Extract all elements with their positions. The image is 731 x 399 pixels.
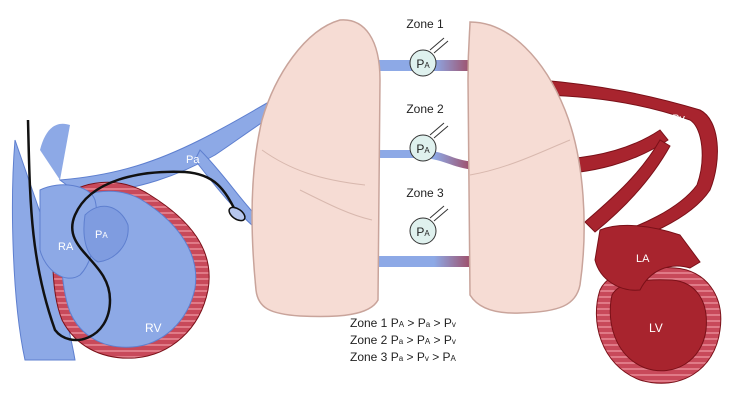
la-label: LA [636, 253, 650, 265]
left-heart [595, 225, 721, 383]
rv-label: RV [145, 321, 161, 335]
left-lung [252, 20, 380, 317]
zone3-sensor: PA [410, 206, 448, 244]
legend-zone2: Zone 2 Pa > PA > Pv [350, 333, 456, 347]
zone1-label: Zone 1 [406, 17, 444, 31]
pa-main-label: PA [95, 229, 108, 241]
ra-label: RA [58, 241, 74, 253]
zone-pressure-legend: Zone 1 PA > Pa > Pv Zone 2 Pa > PA > Pv … [350, 316, 457, 364]
legend-zone3: Zone 3 Pa > Pv > PA [350, 350, 457, 364]
lv-label: LV [649, 321, 663, 335]
pulmonary-vein-label: Pv [672, 113, 685, 125]
zone3-label: Zone 3 [406, 186, 444, 200]
pulmonary-artery-label: Pa [186, 154, 200, 166]
zone2-label: Zone 2 [406, 102, 444, 116]
legend-zone1: Zone 1 PA > Pa > Pv [350, 316, 456, 330]
right-lung [468, 22, 584, 313]
